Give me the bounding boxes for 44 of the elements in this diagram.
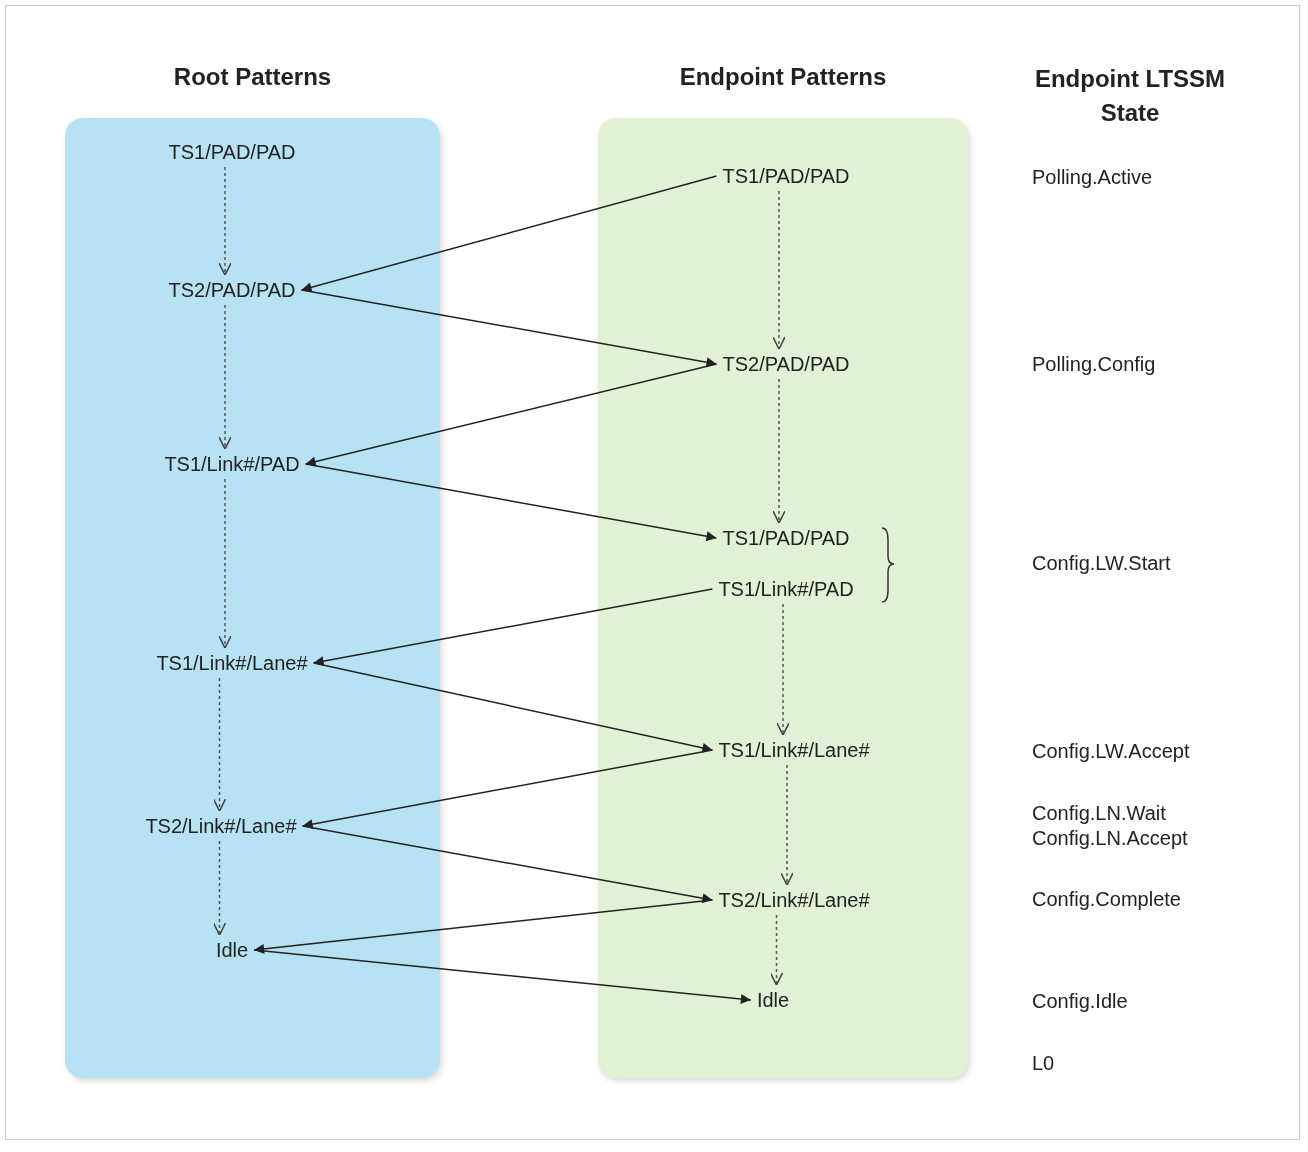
pattern-text: TS2/Link#/Lane# [145,814,297,838]
pattern-text: TS1/PAD/PAD [168,140,296,164]
arrow [301,749,714,830]
dashed-arrow [218,166,232,276]
dashed-arrow [218,304,232,450]
state-name: Config.LW.Accept [1032,739,1190,763]
arrow [304,463,718,542]
pattern-text: TS1/Link#/PAD [164,452,300,476]
state-name: Config.LN.Accept [1032,826,1188,850]
pattern-text: TS1/Link#/Lane# [156,651,308,675]
pattern-text: TS1/Link#/Lane# [718,738,870,762]
arrow [253,949,752,1004]
dashed-arrow [772,190,786,350]
dashed-arrow [218,478,232,649]
pattern-text: Idle [756,988,790,1012]
arrow [253,899,714,954]
state-name: Config.LN.Wait [1032,801,1166,825]
arrow [312,662,714,753]
pattern-text: TS2/PAD/PAD [722,352,850,376]
pattern-text: TS2/PAD/PAD [168,278,296,302]
state-name: Config.Idle [1032,989,1128,1013]
arrow [312,588,714,667]
pattern-text: TS2/Link#/Lane# [718,888,870,912]
arrow [300,175,718,293]
dashed-arrow [772,378,786,524]
pattern-text: TS1/Link#/PAD [718,577,854,601]
dashed-arrow [212,677,227,812]
arrow [300,289,718,368]
state-name: Config.Complete [1032,887,1181,911]
dashed-arrow [780,764,794,886]
dashed-arrow [776,603,790,736]
pattern-text: Idle [215,938,249,962]
pattern-text: TS1/PAD/PAD [722,526,850,550]
column-heading: Root Patterns [172,63,333,91]
dashed-arrow [769,914,784,986]
state-name: Polling.Config [1032,352,1156,376]
state-name: Config.LW.Start [1032,551,1171,575]
dashed-arrow [212,840,227,936]
arrow [304,363,718,467]
column-heading: Endpoint LTSSM State [1033,64,1227,128]
state-name: Polling.Active [1032,165,1153,189]
column-heading: Endpoint Patterns [678,63,888,91]
pattern-text: TS1/PAD/PAD [722,164,850,188]
state-name: L0 [1032,1051,1055,1075]
